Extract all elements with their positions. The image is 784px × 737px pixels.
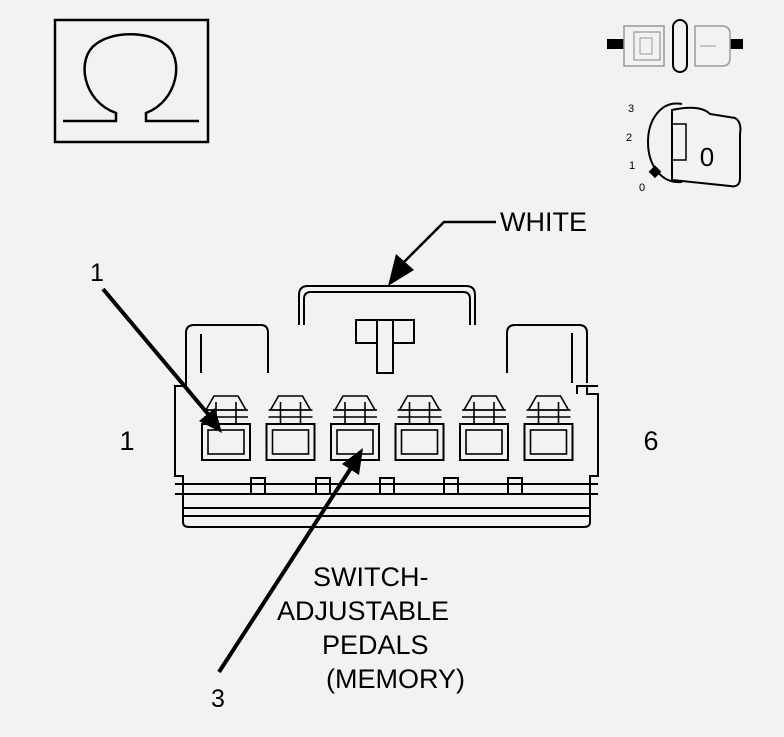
ignition-key-position: 0 [700,142,714,172]
cavity-number-last: 6 [643,426,658,456]
connector-disconnected-icon [607,19,743,73]
pin-cavity-6 [523,395,574,461]
pin-cavity-1 [201,395,251,461]
ignition-position-1: 1 [629,160,635,172]
description-line-4: (MEMORY) [326,664,465,694]
description-line-1: SWITCH- [313,562,428,592]
connector-color-label: WHITE [500,207,587,237]
ohm-icon [53,18,210,144]
pin-cavity-3 [330,395,380,461]
pin-3-number: 3 [211,685,225,713]
pin-cavity-4 [394,395,445,461]
connector-body [174,285,599,528]
circuit-description: SWITCH- ADJUSTABLE PEDALS (MEMORY) [277,562,465,694]
pin-1-callout: 1 [90,259,222,433]
pin-3-callout: 3 [211,448,363,713]
pin-cavity-5 [459,395,509,461]
color-callout: WHITE [388,207,587,286]
cavity-number-first: 1 [119,426,134,456]
description-line-2: ADJUSTABLE [277,596,449,626]
pin-cavities [201,395,574,461]
ignition-key-icon: 0 3 2 1 0 [626,102,742,194]
ignition-position-2: 2 [626,132,632,144]
ignition-position-0: 0 [639,182,645,194]
pin-1-number: 1 [90,259,104,287]
description-line-3: PEDALS [322,630,429,660]
ignition-position-3: 3 [628,103,634,115]
pin-cavity-2 [265,395,316,461]
